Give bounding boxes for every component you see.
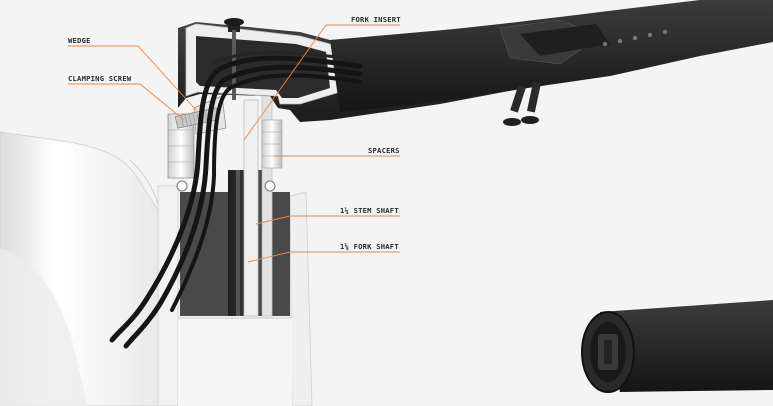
internal-cables [109,50,363,349]
callout-label-stem-shaft: 1¼ STEM SHAFT [340,206,399,215]
leader-lines [68,24,400,263]
leader-line-clamping-screw [68,83,185,121]
leader-line-stem-shaft [255,215,400,225]
leader-line-wedge [68,45,197,111]
stem-shaft [243,95,273,317]
callout-label-wedge: WEDGE [68,36,91,45]
leader-line-fork-insert [243,24,400,141]
handlebar-top [330,0,773,112]
handlebar-bar-end [581,300,773,393]
callout-label-fork-shaft: 1⅛ FORK SHAFT [340,242,399,251]
callout-label-clamping-screw: CLAMPING SCREW [68,74,132,83]
callout-label-fork-insert: FORK INSERT [351,15,401,24]
callout-label-spacers: SPACERS [368,146,400,155]
frame-headtube [0,131,165,406]
handlebar-bolts [503,81,542,126]
leader-line-fork-shaft [247,251,400,263]
